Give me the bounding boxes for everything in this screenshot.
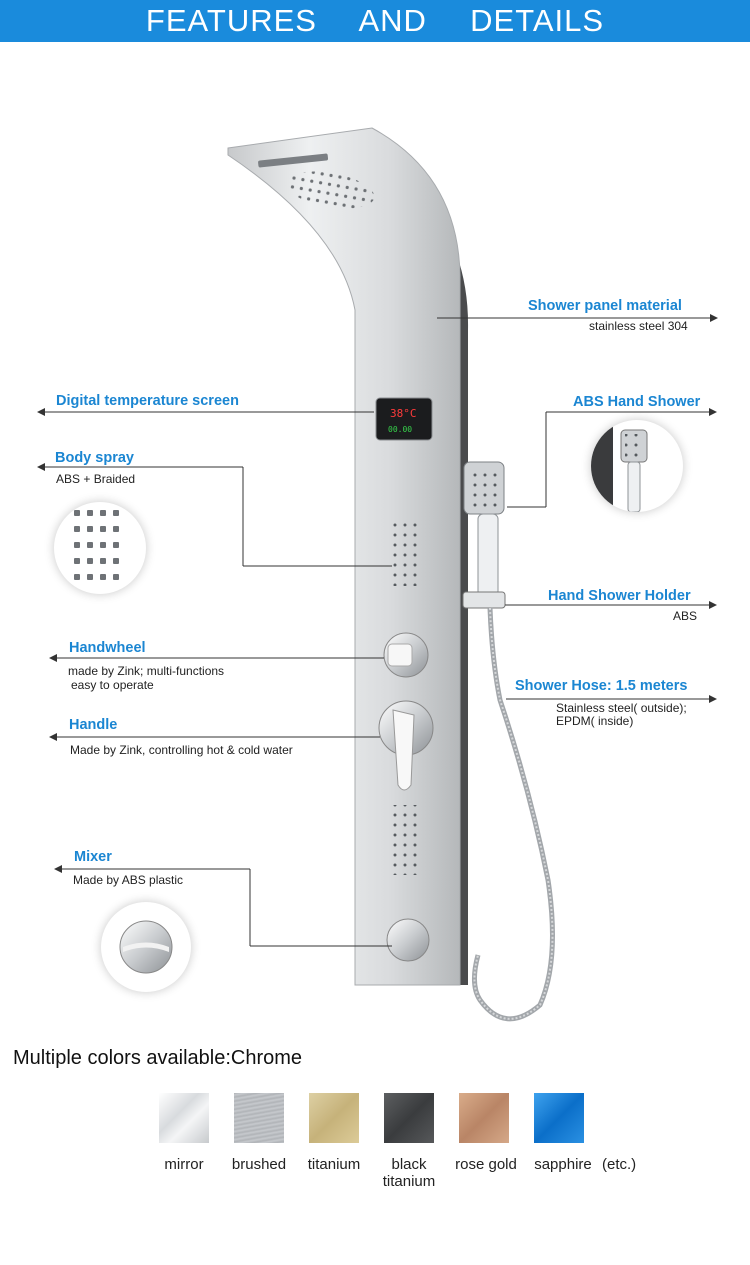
swatch-sapphire [534,1093,584,1143]
shower-hose-sub-1: Stainless steel( outside); [556,701,687,715]
shower-hose-title: Shower Hose: 1.5 meters [515,678,688,694]
body-spray-nozzles-upper [393,522,419,586]
swatch-label-mirror: mirror [164,1156,204,1173]
shower-hose-sub-2: EPDM( inside) [556,714,634,728]
hand-shower-thumbnail [591,420,683,512]
body-spray-nozzles-lower [393,805,419,875]
swatch-label-brushed: brushed [231,1156,287,1173]
hand-shower-holder-title: Hand Shower Holder [548,588,691,604]
body-spray-thumbnail [54,502,146,594]
colors-etc: (etc.) [602,1156,637,1173]
mixer-knob [386,918,430,962]
swatch-label-rose-gold: rose gold [455,1156,517,1173]
swatch-label-black-titanium: black titanium [382,1156,436,1190]
hand-shower-grip [477,513,499,597]
swatch-titanium [309,1093,359,1143]
svg-text:00.00: 00.00 [388,425,412,434]
colors-title: Multiple colors available:Chrome [13,1047,303,1069]
shower-hose [472,607,555,1022]
page-header: FEATURES AND DETAILS [0,0,750,42]
mixer-title: Mixer [74,849,112,865]
panel-body [227,127,461,986]
swatch-rose-gold [459,1093,509,1143]
swatch-label-sapphire: sapphire [534,1156,592,1173]
abs-hand-shower-title: ABS Hand Shower [573,394,701,410]
panel-back-edge [395,170,469,985]
handle-title: Handle [69,717,118,733]
handwheel-title: Handwheel [69,640,146,656]
handle-lever [392,709,415,791]
hand-shower-holder-sub: ABS [673,609,698,623]
swatch-black-titanium [384,1093,434,1143]
header-title: FEATURES AND DETAILS [145,3,605,38]
digital-screen [375,397,433,441]
mixer-thumbnail [101,902,191,992]
hand-shower-holder [462,591,506,609]
swatch-mirror [159,1093,209,1143]
handwheel-sub-1: made by Zink; multi-functions [68,664,225,678]
handwheel-sub-2: easy to operate [71,678,154,692]
panel-material-title: Shower panel material [528,298,682,314]
svg-text:38°C: 38°C [390,407,417,420]
swatch-brushed [234,1093,284,1143]
body-spray-title: Body spray [55,450,134,466]
swatch-label-titanium: titanium [307,1156,361,1173]
body-spray-sub: ABS + Braided [56,472,136,486]
rain-head-nozzles [285,171,375,209]
mixer-sub: Made by ABS plastic [73,873,184,887]
digital-screen-title: Digital temperature screen [56,393,239,409]
panel-material-sub: stainless steel 304 [589,319,688,333]
handle-sub: Made by Zink, controlling hot & cold wat… [70,743,293,757]
